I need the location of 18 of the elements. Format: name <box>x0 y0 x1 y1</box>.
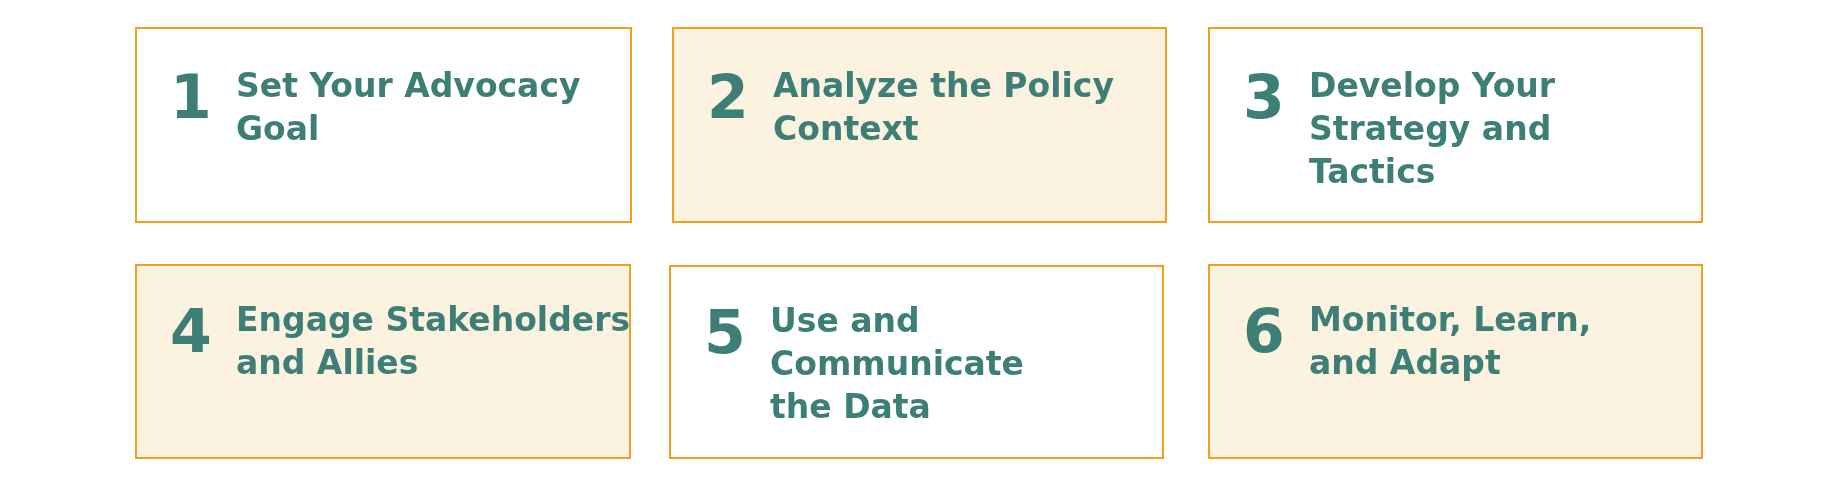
step-heading: Set Your Advocacy Goal <box>236 65 581 150</box>
step-heading: Develop Your Strategy and Tactics <box>1309 65 1557 193</box>
step-box <box>135 27 632 223</box>
step-number: 2 <box>707 67 749 127</box>
step-box <box>1208 264 1703 459</box>
step-box <box>672 27 1167 223</box>
step-box <box>1208 27 1703 223</box>
step-heading: Monitor, Learn, and Adapt <box>1309 299 1593 384</box>
step-number: 6 <box>1243 301 1285 361</box>
step-box <box>135 264 631 459</box>
step-heading: Use and Communicate the Data <box>770 300 1025 428</box>
step-number: 1 <box>170 67 212 127</box>
step-number: 5 <box>704 302 746 362</box>
step-number: 3 <box>1243 67 1285 127</box>
step-box <box>669 265 1164 459</box>
step-heading: Analyze the Policy Context <box>773 65 1115 150</box>
step-heading: Engage Stakeholders and Allies <box>236 299 631 384</box>
step-number: 4 <box>170 301 212 361</box>
